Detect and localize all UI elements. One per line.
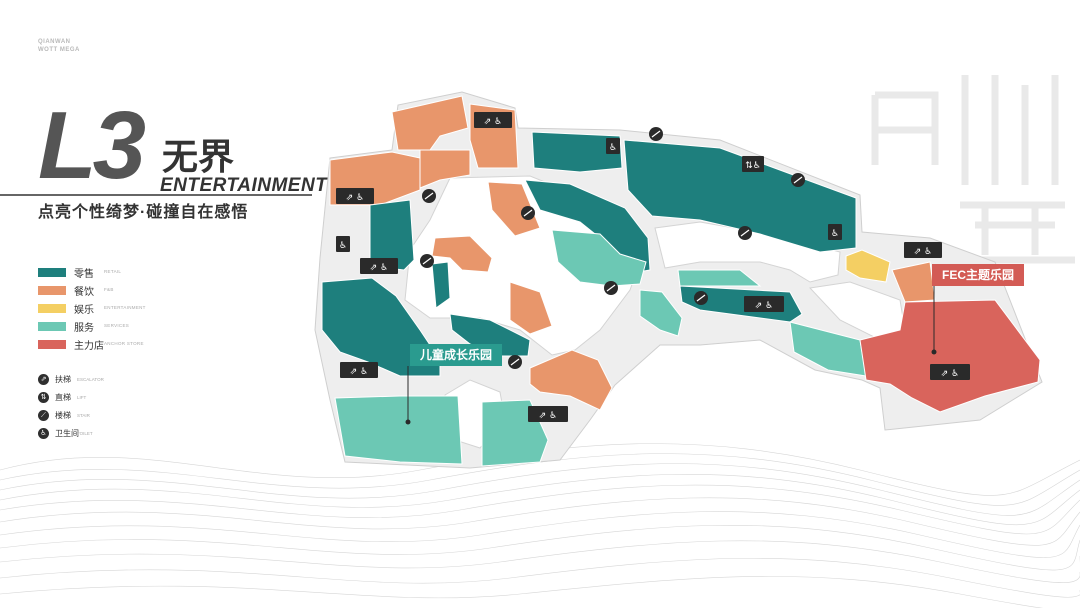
- legend-label: 零售: [74, 269, 94, 280]
- brand-line-1: QIANWAN: [38, 39, 71, 45]
- toilet-icon-badge: ♿: [606, 138, 620, 154]
- svg-text:⇗ ♿: ⇗ ♿: [350, 367, 368, 377]
- legend-label-en: ENTERTAINMENT: [104, 305, 146, 310]
- svg-text:⇗ ♿: ⇗ ♿: [914, 247, 932, 257]
- svg-text:⇗ ♿: ⇗ ♿: [484, 117, 502, 127]
- services-unit: [789, 321, 867, 377]
- brand-line-2: WOTT MEGA: [38, 47, 80, 53]
- retail-unit: [531, 131, 623, 173]
- svg-text:⇗ ♿: ⇗ ♿: [941, 369, 959, 379]
- fnb-swatch: [38, 286, 66, 295]
- toilet-escalator-sign: ⇗ ♿: [474, 112, 512, 128]
- legend-label: 扶梯: [55, 375, 71, 384]
- svg-text:⇗ ♿: ⇗ ♿: [370, 263, 388, 273]
- legend-label: 餐饮: [74, 287, 94, 298]
- services-unit: [639, 289, 683, 337]
- svg-text:⇗ ♿: ⇗ ♿: [346, 193, 364, 203]
- legend-label-en: LIFT: [77, 395, 87, 400]
- svg-text:♿: ♿: [831, 229, 839, 239]
- services-unit: [551, 229, 647, 287]
- escalator-icon: ⇗: [38, 374, 49, 385]
- legend-label-en: ESCALATOR: [77, 377, 104, 382]
- fnb-unit: [529, 349, 613, 411]
- toilet-escalator-sign: ⇗ ♿: [340, 362, 378, 378]
- svg-text:⇅♿: ⇅♿: [745, 161, 761, 171]
- brand-mark: QIANWAN WOTT MEGA: [38, 38, 80, 54]
- legend-label-en: SERVICES: [104, 323, 130, 328]
- services-unit: [334, 395, 463, 465]
- services-unit: [677, 269, 762, 287]
- svg-text:⇗ ♿: ⇗ ♿: [539, 411, 557, 421]
- legend-label: 直梯: [55, 393, 71, 402]
- toilet-escalator-sign: ⇗ ♿: [744, 296, 784, 312]
- svg-text:♿: ♿: [609, 143, 617, 153]
- services-swatch: [38, 322, 66, 331]
- toilet-icon-badge: ♿: [828, 224, 842, 240]
- legend-label: 楼梯: [55, 411, 71, 420]
- floor-level: L3: [38, 92, 146, 199]
- fec-pointer-dot: [931, 349, 937, 355]
- legend-label: 卫生间: [55, 429, 79, 438]
- svg-text:♿: ♿: [339, 241, 347, 251]
- anchor-swatch: [38, 340, 66, 349]
- toilet-escalator-sign: ⇗ ♿: [904, 242, 942, 258]
- toilet-escalator-sign: ⇗ ♿: [360, 258, 398, 274]
- fnb-unit: [509, 281, 553, 335]
- toilet-escalator-sign: ⇗ ♿: [930, 364, 970, 380]
- children-park-label: 儿童成长乐园: [410, 344, 503, 366]
- children-pointer-dot: [405, 419, 411, 425]
- toilet-icon-badge: ♿: [336, 236, 350, 252]
- fnb-unit: [419, 149, 471, 189]
- anchor-store: [859, 299, 1041, 413]
- zone-title-cn: 无界: [162, 136, 235, 177]
- zone-title-en: ENTERTAINMENT: [160, 175, 328, 196]
- fnb-unit: [391, 95, 469, 151]
- retail-unit: [369, 199, 415, 271]
- title-rule: [0, 194, 312, 196]
- entertainment-unit: [845, 249, 891, 283]
- legend-label-en: TOILET: [77, 431, 93, 436]
- map-facility-icons: ⇗ ♿ ⇗ ♿ ⇗ ♿ ⇗ ♿ ⇗ ♿ ⇗ ♿: [336, 112, 970, 422]
- toilet-icon: ♿: [38, 428, 49, 439]
- toilet-escalator-sign: ⇗ ♿: [528, 406, 568, 422]
- slogan: 点亮个性绮梦·碰撞自在感悟: [38, 204, 249, 221]
- legend-label: 娱乐: [74, 305, 94, 316]
- fnb-unit: [431, 235, 493, 273]
- legend-label-en: RETAIL: [104, 269, 122, 274]
- legend-label: 主力店: [74, 341, 104, 352]
- toilet-escalator-sign: ⇗ ♿: [336, 188, 374, 204]
- retail-unit: [431, 261, 451, 309]
- retail-unit: [623, 139, 857, 253]
- stairs-icon: ⟋: [38, 410, 49, 421]
- elevator-icon: ⇅: [38, 392, 49, 403]
- legend-label-en: F&B: [104, 287, 114, 292]
- legend-label-en: STAIR: [77, 413, 90, 418]
- retail-swatch: [38, 268, 66, 277]
- toilet-icon-badge: ⇅♿: [742, 156, 764, 172]
- legend-label-en: ANCHOR STORE: [104, 341, 144, 346]
- fnb-unit: [891, 261, 936, 303]
- svg-text:⇗ ♿: ⇗ ♿: [755, 301, 773, 311]
- entertainment-swatch: [38, 304, 66, 313]
- fnb-unit: [487, 181, 541, 237]
- fec-park-label: FEC主题乐园: [932, 264, 1025, 286]
- legend-label: 服务: [74, 323, 94, 334]
